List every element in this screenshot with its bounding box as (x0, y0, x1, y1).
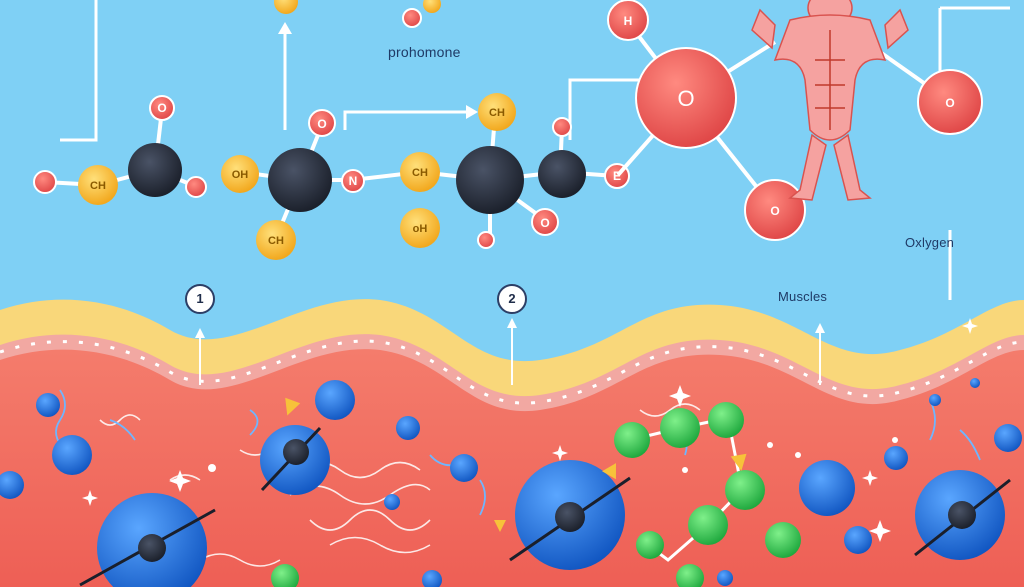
green-chain (271, 402, 801, 587)
step-1-badge: 1 (185, 284, 215, 314)
connector-lines (60, 0, 1010, 300)
muscle-figure (751, 0, 909, 201)
svg-text:H: H (624, 14, 633, 28)
svg-text:O: O (677, 86, 694, 111)
carbon-atom (128, 143, 182, 197)
arrow-icon (285, 397, 301, 416)
oxygen-atom (308, 109, 336, 137)
sparkles (82, 318, 978, 542)
molecule-right-center: CH oH CH O E (400, 93, 630, 249)
oxygen-atom (552, 117, 572, 137)
svg-text:O: O (945, 96, 954, 110)
svg-text:CH: CH (268, 235, 284, 247)
yellow-arrows (285, 397, 747, 532)
svg-text:OH: OH (232, 169, 249, 181)
ch-atom (256, 220, 296, 260)
oxygen-atom (744, 179, 806, 241)
svg-text:O: O (770, 204, 779, 218)
oxygen-atom (33, 170, 57, 194)
svg-text:O: O (540, 216, 549, 230)
carbon-atom (456, 146, 524, 214)
svg-text:CH: CH (489, 107, 505, 119)
oxygen-atom (402, 8, 422, 28)
ch-atom (478, 93, 516, 131)
carbon-atom (538, 150, 586, 198)
prohormone-label: prohomone (388, 44, 461, 60)
svg-text:O: O (317, 117, 326, 131)
molecule-middle: OH O CH N (221, 109, 421, 260)
oxygen-atom-large (635, 47, 737, 149)
ch-atom (78, 165, 118, 205)
ch-atom (221, 155, 259, 193)
right-arrow-icon (466, 105, 478, 119)
oxygen-label: Oxlygen (905, 235, 955, 250)
muscles-label: Muscles (778, 289, 828, 304)
oxygen-atom (917, 69, 983, 135)
svg-text:N: N (349, 174, 358, 188)
oxygen-cluster: H O O O (607, 0, 983, 241)
arrow-icon (494, 520, 506, 532)
cell-spindles (79, 426, 1011, 587)
oh-atom (400, 208, 440, 248)
oxygen-atom (185, 176, 207, 198)
tissue-layer (0, 299, 1024, 587)
n-atom (341, 169, 365, 193)
svg-text:E: E (613, 169, 621, 183)
tissue-arrows (195, 318, 825, 385)
up-arrow-icon (815, 323, 825, 333)
oxygen-atom (477, 231, 495, 249)
arrow-icon (602, 463, 616, 480)
up-arrow-icon (507, 318, 517, 328)
hydrogen-atom (607, 0, 649, 41)
svg-text:O: O (157, 101, 166, 115)
svg-text:oH: oH (413, 223, 428, 235)
step-2-badge: 2 (497, 284, 527, 314)
hydrogen-atom (423, 0, 441, 13)
arrow-heads (278, 22, 478, 119)
svg-text:CH: CH (412, 167, 428, 179)
hydrogen-atom (274, 0, 298, 14)
up-arrow-icon (195, 328, 205, 338)
ch-atom (400, 152, 440, 192)
up-arrow-icon (278, 22, 292, 34)
oxygen-atom (149, 95, 175, 121)
molecule-left: CH O (33, 0, 441, 205)
arrow-icon (730, 453, 747, 471)
oxygen-atom (531, 208, 559, 236)
svg-text:CH: CH (90, 180, 106, 192)
carbon-atom (268, 148, 332, 212)
